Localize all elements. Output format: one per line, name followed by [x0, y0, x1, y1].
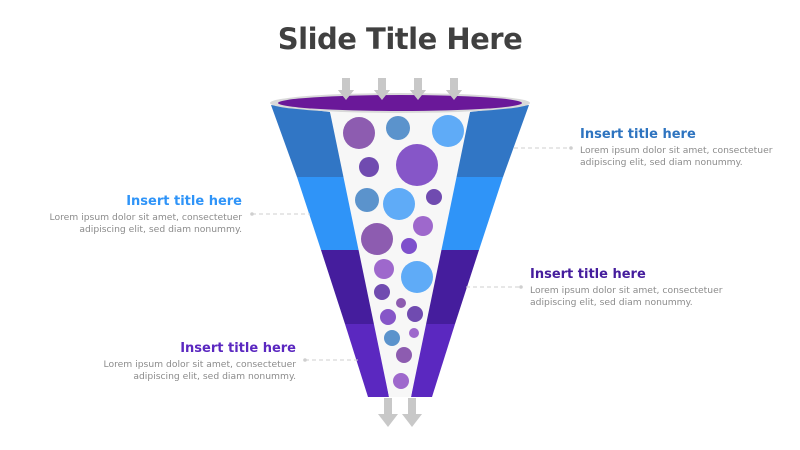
band-3-left [321, 250, 376, 324]
band-2-left [297, 177, 362, 250]
callout-2: Insert title here Lorem ipsum dolor sit … [42, 194, 243, 236]
funnel-opening [278, 95, 522, 111]
callout-title: Insert title here [126, 194, 242, 209]
leader-lines [252, 147, 571, 361]
slide-title: Slide Title Here [277, 22, 523, 56]
callout-title: Insert title here [530, 267, 646, 282]
callout-title: Insert title here [180, 341, 296, 356]
callout-text: Lorem ipsum dolor sit amet, consectetuer… [49, 212, 243, 235]
funnel-inner-tube [330, 112, 470, 397]
output-arrows [378, 398, 422, 427]
callout-3: Insert title here Lorem ipsum dolor sit … [530, 267, 730, 309]
down-arrow-icon [402, 398, 422, 427]
band-3-right [424, 250, 479, 324]
band-1-left [271, 105, 348, 177]
callout-title: Insert title here [580, 127, 696, 142]
band-2-right [438, 177, 503, 250]
callout-1: Insert title here Lorem ipsum dolor sit … [580, 127, 780, 169]
callout-text: Lorem ipsum dolor sit amet, consectetuer… [580, 145, 773, 168]
down-arrow-icon [378, 398, 398, 427]
callout-4: Insert title here Lorem ipsum dolor sit … [96, 341, 297, 383]
callout-text: Lorem ipsum dolor sit amet, consectetuer… [103, 359, 297, 382]
band-1-right [452, 105, 529, 177]
callout-text: Lorem ipsum dolor sit amet, consectetuer… [530, 285, 723, 308]
bubbles [343, 115, 464, 389]
